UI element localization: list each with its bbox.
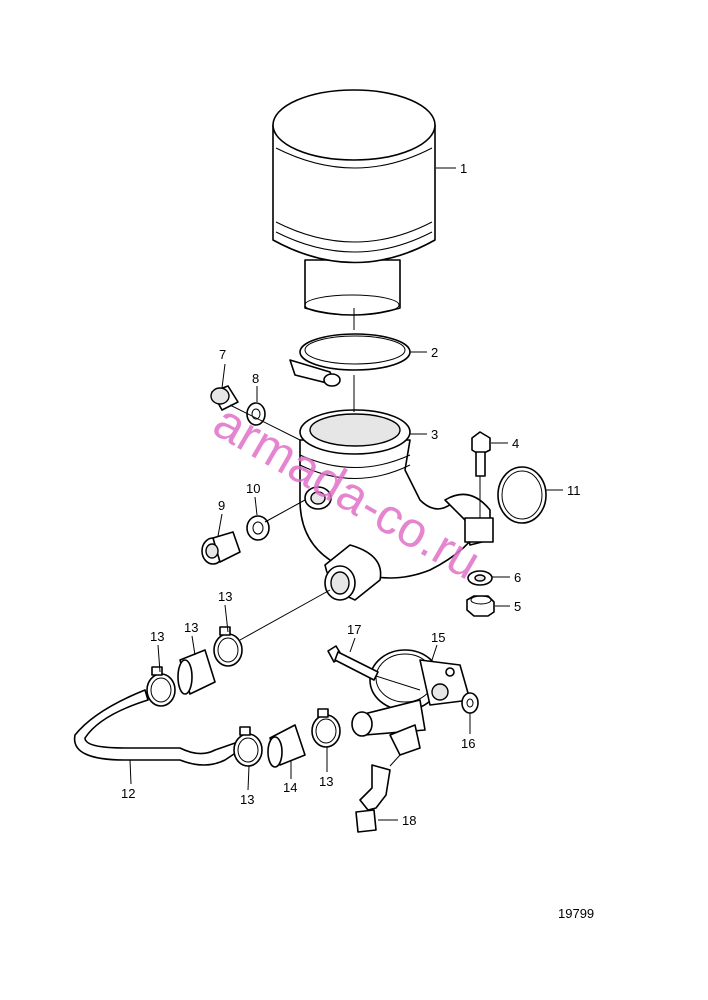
- part-2-hose-clamp: [289, 333, 411, 387]
- callout-9: 9: [218, 498, 225, 513]
- part-7-plug: [210, 385, 239, 411]
- part-13-clamp-a: [146, 666, 176, 707]
- drawing-number: 19799: [558, 906, 594, 921]
- part-11-o-ring: [497, 466, 547, 524]
- callout-5: 5: [514, 599, 521, 614]
- callout-18: 18: [402, 813, 416, 828]
- part-13-clamp-c: [233, 726, 263, 767]
- callout-16: 16: [461, 736, 475, 751]
- callout-labels: 1 2 3 4 5 6 7 8 9 10 11 12 13 13 13 13 1…: [121, 161, 581, 828]
- part-15-valve-housing: [351, 649, 471, 756]
- part-9-plug: [201, 531, 241, 565]
- part-14-sleeve: [267, 724, 306, 768]
- callout-12: 12: [121, 786, 135, 801]
- callout-11: 11: [567, 483, 581, 498]
- part-13-sleeve: [177, 649, 216, 695]
- part-1-air-filter: [272, 89, 436, 330]
- callout-7: 7: [219, 347, 226, 362]
- callout-17: 17: [347, 622, 361, 637]
- callout-3: 3: [431, 427, 438, 442]
- callout-13-d: 13: [240, 792, 254, 807]
- leader-lines: [129, 167, 563, 821]
- callout-13-a: 13: [150, 629, 164, 644]
- callout-13-c: 13: [218, 589, 232, 604]
- part-6-washer: [467, 570, 493, 586]
- callout-1: 1: [460, 161, 467, 176]
- callout-14: 14: [283, 780, 297, 795]
- part-13-clamp-b: [213, 626, 243, 667]
- callout-8: 8: [252, 371, 259, 386]
- callout-6: 6: [514, 570, 521, 585]
- part-3-elbow-housing: [299, 375, 494, 601]
- callout-15: 15: [431, 630, 445, 645]
- part-4-bolt: [471, 431, 491, 518]
- callout-13-e: 13: [319, 774, 333, 789]
- callout-4: 4: [512, 436, 519, 451]
- part-5-nut: [466, 595, 495, 617]
- callout-13-b: 13: [184, 620, 198, 635]
- part-17-bolt: [327, 645, 421, 691]
- part-13-clamp-d: [311, 708, 341, 748]
- part-18-fitting: [355, 754, 401, 833]
- part-10-washer: [246, 515, 270, 541]
- callout-10: 10: [246, 481, 260, 496]
- part-16-washer: [461, 692, 479, 714]
- callout-2: 2: [431, 345, 438, 360]
